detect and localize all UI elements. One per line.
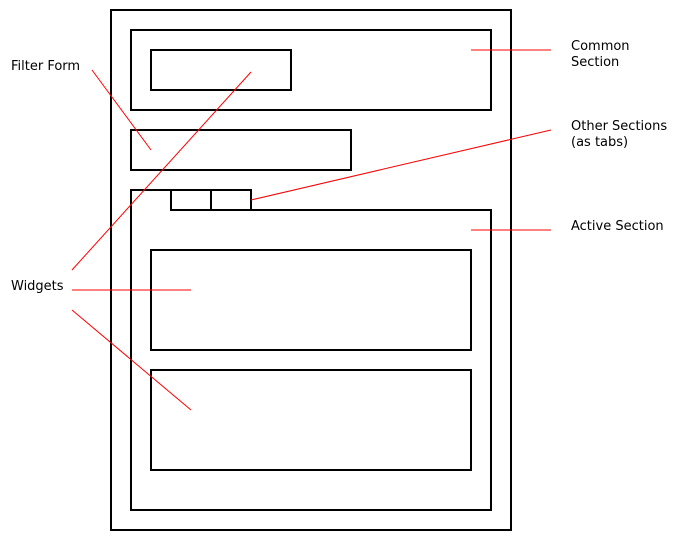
widgets-label: Widgets: [11, 279, 64, 294]
tab-1: [170, 189, 212, 211]
page-frame: [110, 9, 512, 531]
common-section-label-2: Section: [571, 55, 619, 70]
widget-box-1: [150, 249, 472, 351]
other-sections-label-1: Other Sections: [571, 119, 667, 134]
tab-2: [210, 189, 252, 211]
widgets-leader-3: [71, 309, 192, 411]
common-section-label-1: Common: [571, 39, 630, 54]
other-sections-label-2: (as tabs): [571, 135, 628, 150]
widgets-leader-1: [71, 71, 252, 271]
filter-form-leader: [91, 69, 152, 151]
tabs-leader: [250, 129, 552, 201]
common-section-box: [130, 29, 492, 111]
filter-form-label: Filter Form: [11, 59, 80, 74]
active-section-label: Active Section: [571, 219, 664, 234]
filter-form-box: [130, 129, 352, 171]
common-widget-box: [150, 49, 292, 91]
widget-box-2: [150, 369, 472, 471]
